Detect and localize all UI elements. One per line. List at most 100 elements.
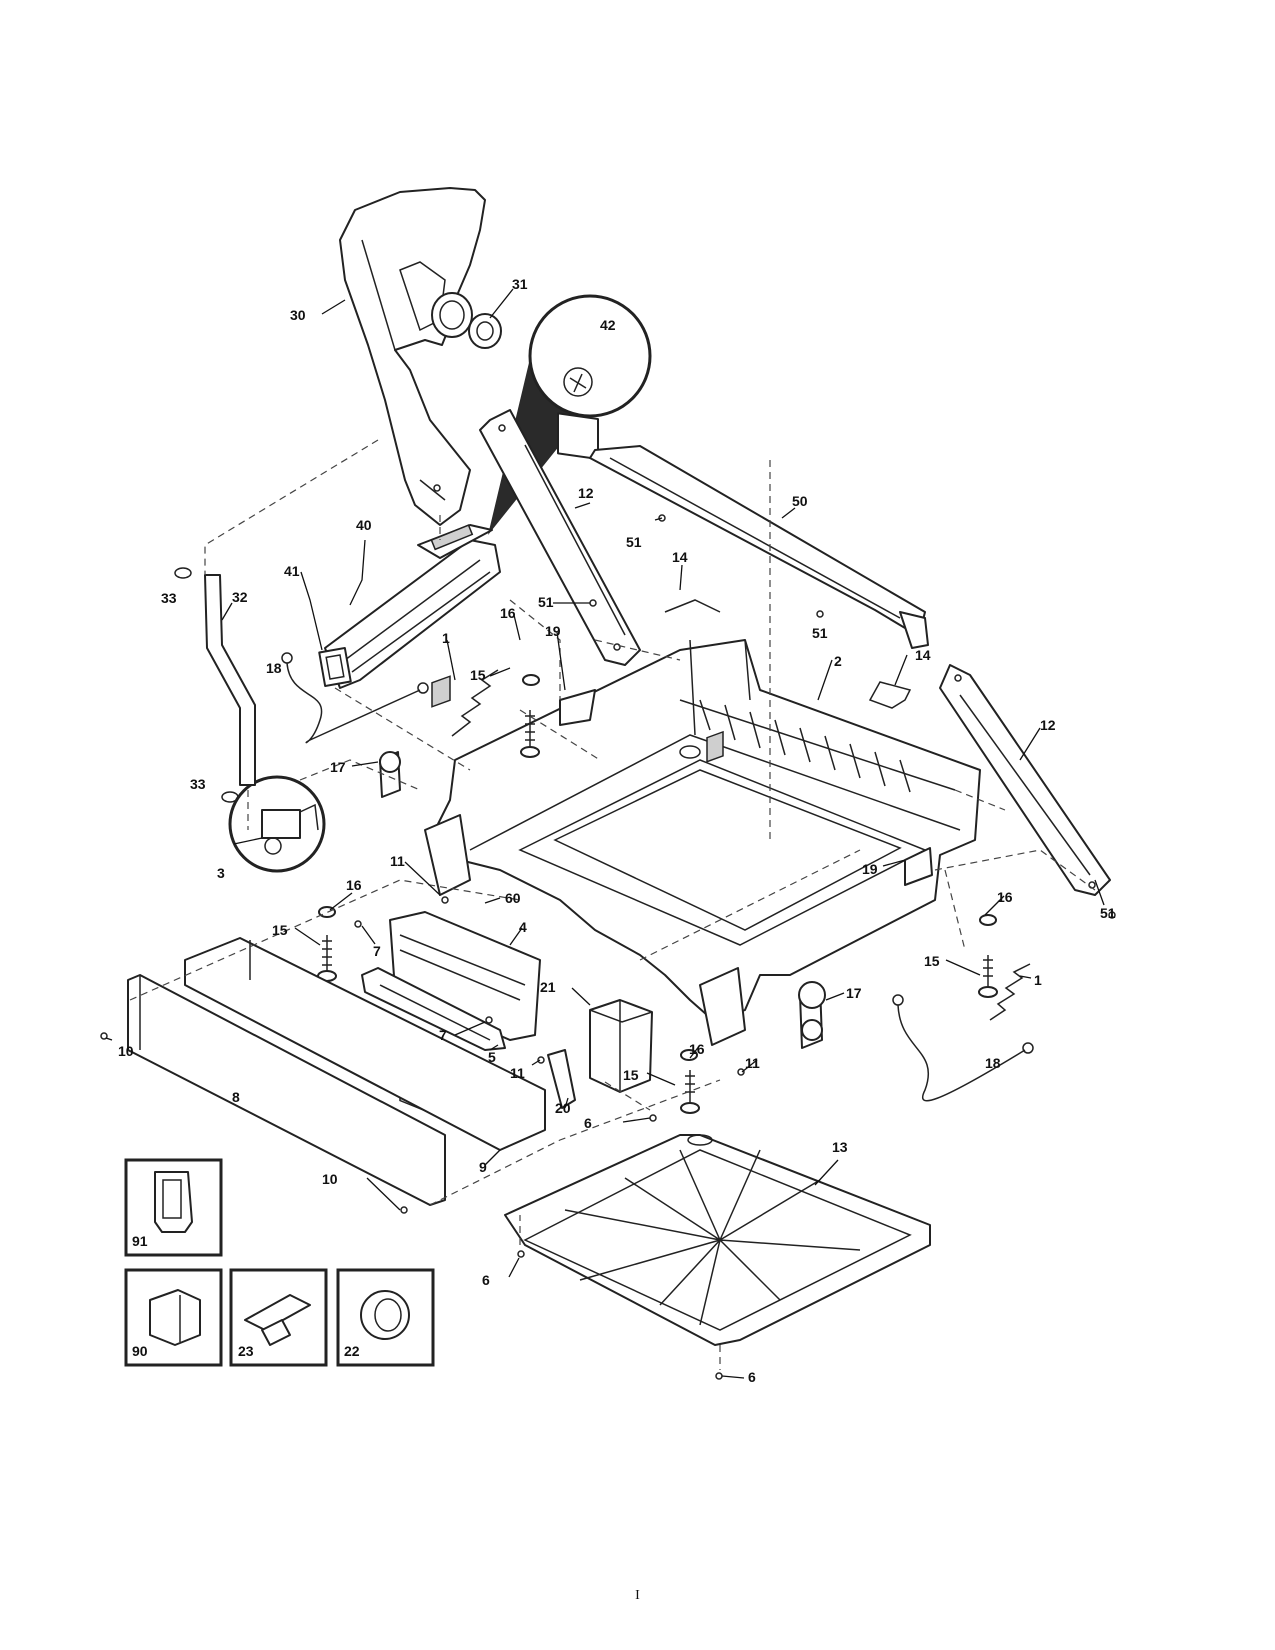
screws — [100, 514, 1116, 1380]
callout-4: 4 — [519, 919, 527, 935]
part-13-drip-pan — [504, 1134, 931, 1346]
part-41-duct-end — [318, 647, 352, 687]
part-19-bracket-left — [559, 689, 596, 726]
part-9-toe-panel — [184, 937, 546, 1151]
part-3-valve-inset — [228, 775, 326, 873]
callout-33-top: 33 — [161, 590, 177, 606]
callout-15-4: 15 — [623, 1067, 639, 1083]
callout-10-a: 10 — [118, 1043, 134, 1059]
part-32-hose — [204, 574, 256, 786]
leader-lines — [105, 288, 1105, 1379]
part-16-clip-4 — [680, 1049, 698, 1061]
assembly-lines — [129, 439, 1096, 1370]
callout-33-bottom: 33 — [190, 776, 206, 792]
callout-14-left: 14 — [672, 549, 688, 565]
callout-18-right: 18 — [985, 1055, 1001, 1071]
callout-1-left: 1 — [442, 630, 450, 646]
callout-16-4: 16 — [689, 1041, 705, 1057]
part-33-clamp-top — [174, 567, 192, 579]
callout-20: 20 — [555, 1100, 571, 1116]
part-15-leg-4 — [680, 1070, 700, 1114]
callout-51-a: 51 — [626, 534, 642, 550]
part-18-wire-right — [892, 994, 1034, 1102]
part-18-wire-left — [281, 652, 429, 744]
part-16-clip-3 — [979, 914, 997, 926]
callout-12-left: 12 — [578, 485, 594, 501]
callout-1-right: 1 — [1034, 972, 1042, 988]
callout-9: 9 — [479, 1159, 487, 1175]
part-8-kick-panel — [127, 974, 446, 1206]
callout-7-b: 7 — [439, 1027, 447, 1043]
callout-13: 13 — [832, 1139, 848, 1155]
callout-51-b: 51 — [538, 594, 554, 610]
part-front-right-bracket — [699, 730, 746, 1046]
part-12-left-brace — [479, 409, 641, 666]
callout-17-right: 17 — [846, 985, 862, 1001]
inset-22 — [336, 1268, 435, 1367]
callout-6-a: 6 — [584, 1115, 592, 1131]
part-17-pulley-left — [379, 751, 401, 798]
callout-18-left: 18 — [266, 660, 282, 676]
callout-16-2: 16 — [346, 877, 362, 893]
part-50-top-rail — [589, 445, 929, 649]
callout-12-right: 12 — [1040, 717, 1056, 733]
part-front-left-bracket — [424, 675, 471, 896]
part-31-grommet — [468, 313, 502, 349]
callout-60: 60 — [505, 890, 521, 906]
callout-50: 50 — [792, 493, 808, 509]
callout-90: 90 — [132, 1343, 148, 1359]
inset-90 — [124, 1268, 223, 1367]
callout-31: 31 — [512, 276, 528, 292]
callout-15-1: 15 — [470, 667, 486, 683]
part-30-duct — [339, 187, 486, 526]
part-15-leg-2 — [317, 935, 337, 982]
callout-15-2: 15 — [272, 922, 288, 938]
callout-19-right: 19 — [862, 861, 878, 877]
part-17-pulley-right — [798, 981, 826, 1049]
callout-3: 3 — [217, 865, 225, 881]
callout-10-b: 10 — [322, 1171, 338, 1187]
callout-30: 30 — [290, 307, 306, 323]
callout-21: 21 — [540, 979, 556, 995]
callout-6-c: 6 — [748, 1369, 756, 1385]
callout-7-a: 7 — [373, 943, 381, 959]
callout-91: 91 — [132, 1233, 148, 1249]
callout-16-1: 16 — [500, 605, 516, 621]
callout-51-d: 51 — [1100, 905, 1116, 921]
callout-51-c: 51 — [812, 625, 828, 641]
part-19-bracket-right — [904, 847, 933, 886]
callout-19-left: 19 — [545, 623, 561, 639]
inset-23 — [229, 1268, 328, 1367]
part-12-right-brace — [939, 664, 1111, 896]
callout-11-c: 11 — [745, 1055, 760, 1071]
part-21-junction-box — [589, 999, 653, 1093]
part-1-spring-left — [451, 669, 499, 737]
part-20-plate — [547, 1049, 576, 1109]
callout-23: 23 — [238, 1343, 254, 1359]
callout-labels: 30 31 42 40 41 32 33 33 18 1 16 19 15 12… — [118, 276, 1116, 1385]
callout-5: 5 — [488, 1049, 496, 1065]
callout-40: 40 — [356, 517, 372, 533]
callout-22: 22 — [344, 1343, 360, 1359]
callout-15-3: 15 — [924, 953, 940, 969]
callout-11-b: 11 — [510, 1065, 525, 1081]
part-1-spring-right — [989, 963, 1031, 1021]
callout-14-right: 14 — [915, 647, 931, 663]
callout-11-a: 11 — [390, 853, 405, 869]
callout-42: 42 — [600, 317, 616, 333]
callout-16-3: 16 — [997, 889, 1013, 905]
callout-2: 2 — [834, 653, 842, 669]
part-40-fan-housing — [324, 524, 501, 689]
part-16-clip-1 — [522, 674, 540, 686]
inset-91 — [124, 1158, 223, 1257]
page-number: I — [635, 1588, 640, 1603]
callout-41: 41 — [284, 563, 300, 579]
callout-6-b: 6 — [482, 1272, 490, 1288]
part-15-leg-3 — [978, 955, 998, 998]
callout-17-left: 17 — [330, 759, 346, 775]
part-14-clip-right — [868, 681, 912, 709]
part-33-clamp-bottom — [221, 791, 239, 803]
callout-32: 32 — [232, 589, 248, 605]
part-15-leg-1 — [520, 710, 540, 758]
